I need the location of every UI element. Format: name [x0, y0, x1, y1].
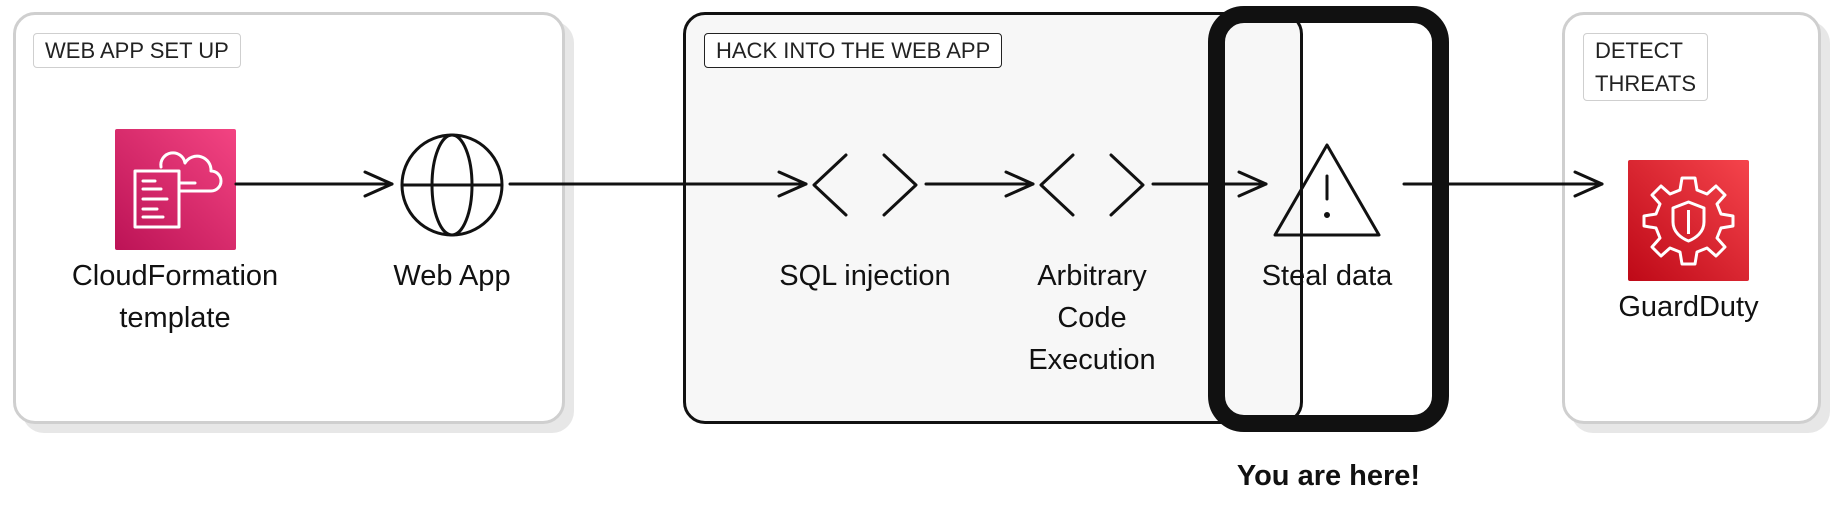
node-label-guardduty: GuardDuty	[1618, 291, 1759, 323]
arrow-steal-data-to-guardduty	[1402, 170, 1604, 198]
section-title: DETECT THREATS	[1583, 33, 1709, 101]
you-are-here-highlight	[1208, 6, 1449, 432]
warning-icon	[1273, 143, 1381, 237]
code-brackets-icon	[1039, 153, 1145, 217]
globe-icon	[400, 133, 504, 237]
arrow-code-execution-to-steal-data	[1151, 170, 1268, 198]
node-label-web-app: Web App	[393, 260, 511, 292]
arrow-webapp-to-sql-injection	[508, 170, 808, 198]
section-title: HACK INTO THE WEB APP	[704, 33, 1003, 68]
section-title: WEB APP SET UP	[33, 33, 241, 68]
section-hack-web-app: HACK INTO THE WEB APP	[683, 12, 1303, 424]
guardduty-icon	[1628, 160, 1749, 281]
node-label-steal-data: Steal data	[1261, 260, 1393, 292]
node-label-cloudformation: CloudFormation template	[71, 260, 279, 334]
node-label-code-execution: Arbitrary Code Execution	[1028, 260, 1156, 376]
you-are-here-caption: You are here!	[1236, 460, 1421, 492]
section-web-app-setup: WEB APP SET UP	[13, 12, 565, 424]
arrow-sql-injection-to-code-execution	[924, 170, 1035, 198]
node-label-sql-injection: SQL injection	[779, 260, 951, 292]
arrow-cloudformation-to-webapp	[234, 170, 394, 198]
code-brackets-icon	[812, 153, 918, 217]
cloudformation-icon	[115, 129, 236, 250]
